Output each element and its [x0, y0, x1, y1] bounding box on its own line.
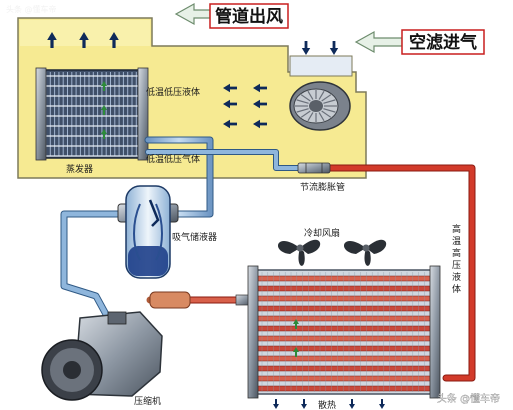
arrow-left-icon — [253, 83, 267, 93]
compressor — [41, 311, 163, 401]
airflow-arrows — [47, 32, 385, 409]
accumulator — [117, 185, 179, 279]
label-evaporator: 蒸发器 — [66, 163, 93, 175]
fan-blade-icon — [343, 239, 387, 266]
arrow-up-icon — [293, 347, 299, 357]
arrow-left-icon — [253, 99, 267, 109]
arrow-up-icon — [47, 32, 57, 48]
arrow-left-icon — [253, 119, 267, 129]
arrow-down-icon — [301, 41, 311, 55]
arrow-left-icon — [223, 119, 237, 129]
label-accumulator: 吸气储液器 — [172, 231, 217, 243]
duct-outlet-callout: 管道出风 — [174, 2, 289, 29]
discharge-muffler — [149, 291, 191, 309]
arrow-up-icon — [101, 81, 107, 91]
arrow-down-icon — [301, 399, 307, 409]
filtered-intake-callout: 空滤进气 — [354, 29, 485, 55]
label-low-temp-gas: 低温低压气体 — [146, 153, 200, 165]
cold-refrigerant-lines — [60, 136, 303, 322]
arrow-up-icon — [79, 32, 89, 48]
condenser-core — [247, 265, 441, 399]
arrow-down-icon — [349, 399, 355, 409]
label-high-temp-liquid: 高温高压液体 — [452, 223, 461, 295]
label-low-temp-liquid: 低温低压液体 — [146, 86, 200, 98]
cooling-fans — [277, 239, 387, 266]
fan-blade-icon — [277, 239, 321, 266]
watermark-top: 头条 @懂车帝 — [6, 4, 57, 14]
intake-chimney — [289, 55, 353, 77]
arrow-left-icon — [223, 99, 237, 109]
arrow-down-icon — [379, 399, 385, 409]
duct-outlet-label: 管道出风 — [215, 6, 283, 27]
evaporator-core — [35, 67, 149, 161]
arrow-up-icon — [293, 319, 299, 329]
label-expansion-tube: 节流膨胀管 — [300, 181, 345, 193]
expansion-tube-fitting — [297, 162, 331, 174]
label-compressor: 压缩机 — [134, 395, 161, 407]
arrow-up-icon — [101, 129, 107, 139]
arrow-down-icon — [329, 41, 339, 55]
double-arrow-left-icon — [174, 2, 211, 26]
blower-icon — [289, 81, 351, 131]
label-cooling-fan: 冷却风扇 — [304, 227, 340, 239]
watermark-bottom: 头条 @懂车帝 — [437, 392, 500, 405]
arrow-up-icon — [101, 105, 107, 115]
arrow-left-icon — [223, 83, 237, 93]
arrow-down-icon — [273, 399, 279, 409]
label-heat-dissipation: 散热 — [318, 399, 336, 410]
filtered-intake-label: 空滤进气 — [409, 32, 477, 53]
double-arrow-left-icon — [354, 30, 403, 54]
arrow-up-icon — [109, 32, 119, 48]
